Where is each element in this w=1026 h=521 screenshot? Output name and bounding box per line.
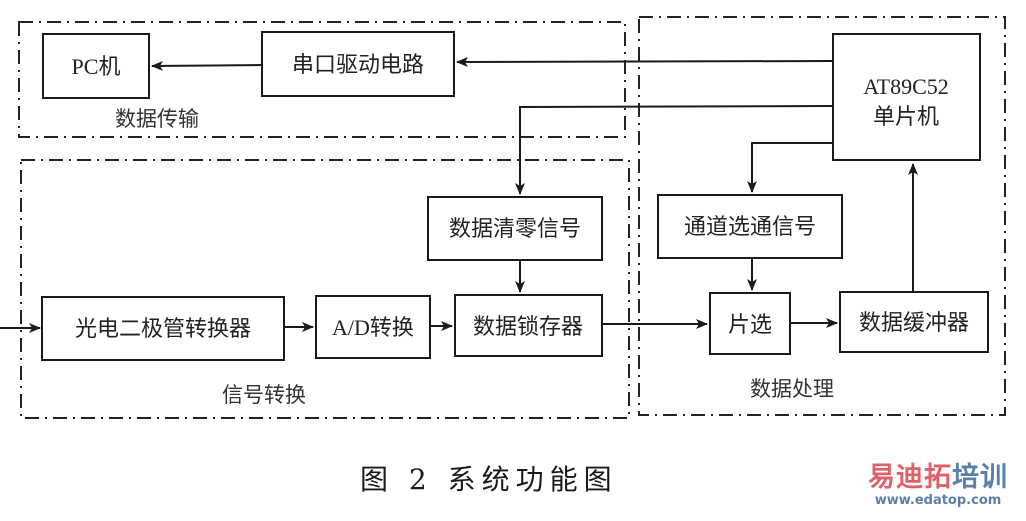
- block-chip-select-label: 片选: [728, 313, 772, 338]
- block-channel-select-label: 通道选通信号: [684, 215, 816, 240]
- block-pc: PC机: [42, 33, 150, 99]
- block-serial-driver: 串口驱动电路: [261, 31, 455, 97]
- arrow-mcu-to-channel-select: [747, 142, 833, 193]
- arrow-serial-to-pc: [151, 60, 263, 71]
- region-label-signal-conversion: 信号转换: [222, 383, 306, 407]
- arrow-mcu-to-data-clear: [515, 105, 834, 195]
- region-data-processing: [638, 16, 1006, 416]
- watermark-url: www.edatop.com: [874, 493, 1002, 508]
- block-ad-converter: A/D转换: [315, 295, 431, 359]
- block-channel-select: 通道选通信号: [657, 194, 843, 259]
- block-data-clear: 数据清零信号: [427, 196, 603, 261]
- block-latch-label: 数据锁存器: [473, 315, 583, 340]
- block-serial-driver-label: 串口驱动电路: [292, 53, 424, 78]
- block-mcu-type: 单片机: [873, 105, 939, 130]
- arrow-mcu-to-serial: [456, 56, 834, 67]
- region-data-transmission: [18, 21, 626, 138]
- watermark-brand: 易迪拓培训: [868, 463, 1008, 493]
- block-latch: 数据锁存器: [454, 294, 603, 357]
- block-data-clear-label: 数据清零信号: [449, 217, 581, 242]
- figure-caption: 图 2 系统功能图: [360, 463, 618, 496]
- block-buffer: 数据缓冲器: [839, 291, 989, 353]
- block-pc-label: PC机: [72, 54, 121, 79]
- watermark: 易迪拓培训 www.edatop.com: [868, 463, 1008, 509]
- region-label-data-processing: 数据处理: [750, 377, 834, 401]
- block-buffer-label: 数据缓冲器: [859, 311, 969, 336]
- region-label-data-transmission: 数据传输: [115, 107, 199, 131]
- watermark-brand-part2: 培训: [952, 462, 1008, 493]
- block-photodiode-label: 光电二极管转换器: [75, 317, 251, 342]
- watermark-brand-part1: 易迪拓: [868, 462, 952, 493]
- block-mcu-model: AT89C52: [863, 74, 949, 99]
- block-mcu: AT89C52 单片机: [832, 33, 981, 161]
- block-chip-select: 片选: [709, 292, 791, 355]
- region-signal-conversion: [20, 159, 630, 419]
- block-photodiode: 光电二极管转换器: [41, 296, 285, 361]
- block-ad-label: A/D转换: [332, 315, 414, 340]
